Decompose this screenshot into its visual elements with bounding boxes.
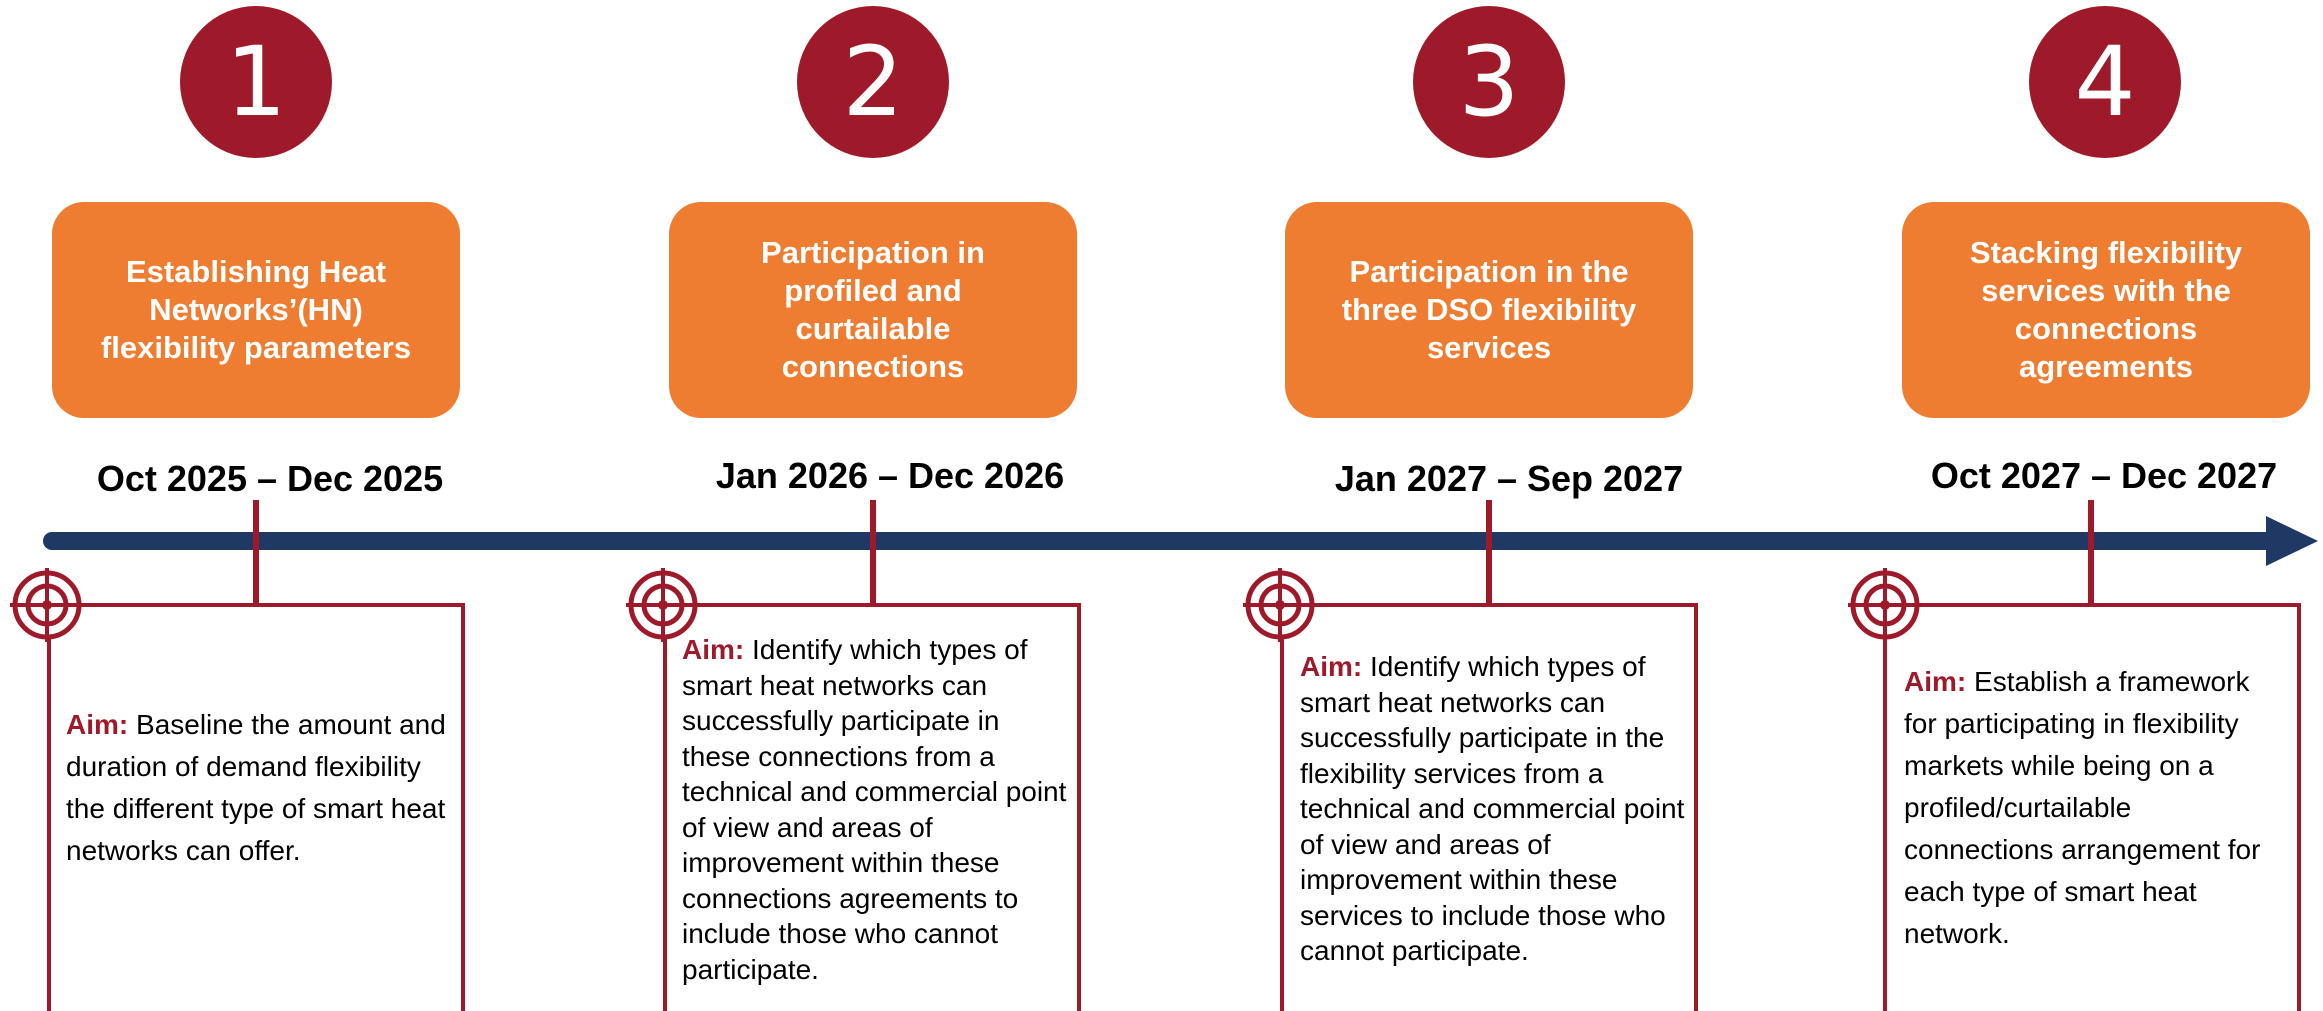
phase-number-3: 3 [1413, 6, 1565, 158]
phase-number-2: 2 [797, 6, 949, 158]
aim-description: Establish a framework for participating … [1904, 666, 2261, 949]
aim-text-4: Aim: Establish a framework for participa… [1904, 661, 2279, 955]
aim-text-3: Aim: Identify which types of smart heat … [1300, 649, 1685, 969]
target-icon [626, 568, 700, 642]
phase-number-4: 4 [2029, 6, 2181, 158]
target-icon [10, 568, 84, 642]
aim-description: Baseline the amount and duration of dema… [66, 709, 446, 866]
phase-dates-1: Oct 2025 – Dec 2025 [96, 458, 444, 499]
phase-title-4: Stacking flexibility services with the c… [1902, 202, 2310, 418]
phase-dates-2: Jan 2026 – Dec 2026 [715, 455, 1065, 496]
aim-text-1: Aim: Baseline the amount and duration of… [66, 704, 456, 872]
aim-label: Aim: [1904, 666, 1967, 697]
arrow-head [2266, 516, 2318, 566]
aim-box-1 [47, 603, 465, 1011]
aim-box-4 [1883, 603, 2301, 1011]
phase-title-3: Participation in the three DSO flexibili… [1285, 202, 1693, 418]
aim-label: Aim: [682, 634, 745, 665]
target-icon [1243, 568, 1317, 642]
phase-dates-3: Jan 2027 – Sep 2027 [1334, 458, 1684, 499]
phase-title-2: Participation in profiled and curtailabl… [669, 202, 1077, 418]
aim-description: Identify which types of smart heat netwo… [682, 634, 1067, 985]
aim-label: Aim: [1300, 651, 1363, 682]
phase-dates-4: Oct 2027 – Dec 2027 [1930, 455, 2278, 496]
target-icon [1848, 568, 1922, 642]
phase-title-1: Establishing Heat Networks’(HN) flexibil… [52, 202, 460, 418]
aim-label: Aim: [66, 709, 129, 740]
aim-description: Identify which types of smart heat netwo… [1300, 651, 1685, 966]
aim-box-3 [1280, 603, 1698, 1011]
aim-text-2: Aim: Identify which types of smart heat … [682, 632, 1067, 987]
phase-number-1: 1 [180, 6, 332, 158]
aim-box-2 [663, 603, 1081, 1011]
